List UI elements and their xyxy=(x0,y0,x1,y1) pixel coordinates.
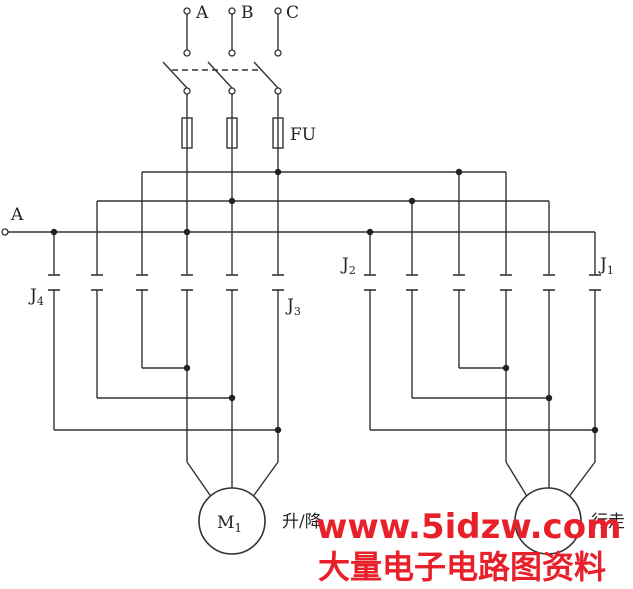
j3-label: J3 xyxy=(285,296,301,318)
left-motor-wiring xyxy=(53,290,282,499)
motor2-caption: 行走 xyxy=(591,512,625,532)
fuses: FU xyxy=(181,117,316,149)
main-switch xyxy=(162,61,282,118)
motor1-label: M1 xyxy=(217,513,242,535)
j2-label: J2 xyxy=(340,255,356,277)
phase-b-label: B xyxy=(241,3,254,23)
watermark: www.5idzw.com 大量电子电路图资料 xyxy=(316,507,622,586)
j1-label: J1 xyxy=(598,255,614,277)
motor-m1: M1 升/降 xyxy=(198,487,322,555)
motor1-caption: 升/降 xyxy=(282,512,322,532)
fuse-label: FU xyxy=(290,125,316,145)
phase-verticals xyxy=(186,148,279,267)
contact-row: J4 J3 J2 J1 xyxy=(28,255,614,318)
j4-label: J4 xyxy=(28,286,44,308)
buses: A xyxy=(1,168,596,267)
motor-m2: 行走 xyxy=(514,487,625,555)
right-motor-wiring xyxy=(369,290,599,499)
watermark-site-name: 大量电子电路图资料 xyxy=(318,548,606,584)
phase-terminals: A B C xyxy=(183,3,299,57)
control-input-label: A xyxy=(10,205,24,225)
phase-a-label: A xyxy=(195,3,209,23)
phase-c-label: C xyxy=(286,3,299,23)
watermark-url: www.5idzw.com xyxy=(316,507,622,547)
